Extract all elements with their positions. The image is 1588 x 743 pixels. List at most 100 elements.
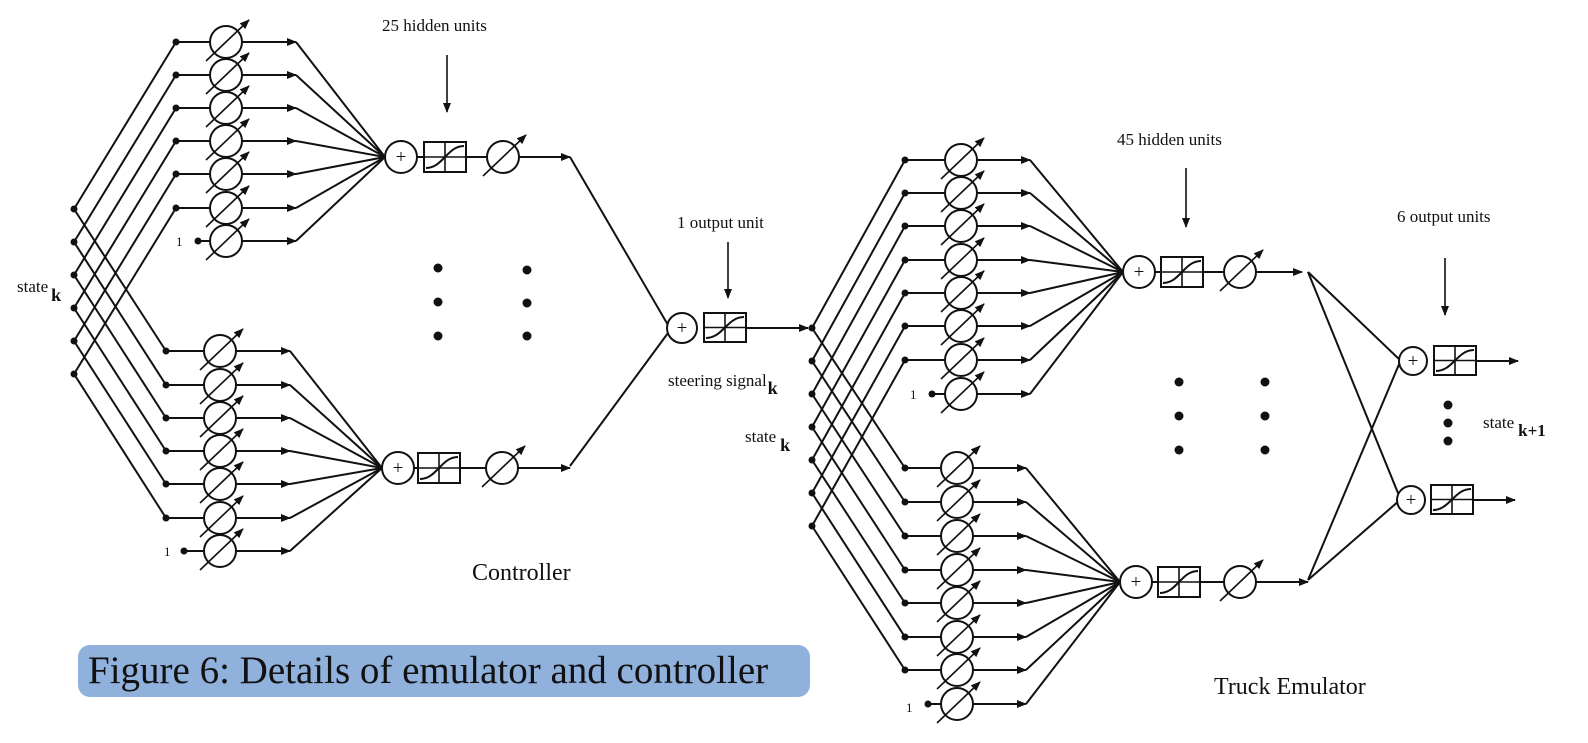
sigmoid-curve	[1435, 349, 1475, 372]
state-input-dot	[70, 370, 78, 378]
weight-icon	[205, 218, 250, 261]
weight-arrow	[199, 528, 244, 571]
weight-icon	[481, 445, 526, 488]
ellipsis-dot	[1443, 400, 1453, 410]
weight-icon	[199, 362, 244, 405]
sigmoid-curve	[705, 316, 745, 339]
input-diagonal-wire	[811, 393, 906, 537]
controller-bias-label-bottom: 1	[164, 544, 171, 559]
weight-icon	[199, 428, 244, 471]
caption-highlight	[78, 645, 810, 697]
emulator-bias-label-bottom: 1	[906, 700, 913, 715]
converge-wire	[295, 156, 386, 209]
weight-arrow	[940, 371, 985, 414]
hidden-to-output-wire	[1307, 271, 1401, 361]
weight-icon	[199, 461, 244, 504]
controller-name: Controller	[472, 560, 571, 586]
converge-wire	[1029, 225, 1124, 273]
weight-icon	[199, 328, 244, 371]
weight-arrow	[1219, 559, 1264, 602]
weight-arrow	[940, 270, 985, 313]
weight-icon	[205, 185, 250, 228]
converge-wire	[289, 467, 383, 485]
sigmoid-curve	[1162, 260, 1202, 284]
weight-arrow	[940, 303, 985, 346]
sigmoid-curve	[1432, 488, 1472, 511]
weight-icon	[205, 19, 250, 62]
converge-wire	[295, 74, 386, 158]
weight-arrow	[940, 203, 985, 246]
weight-arrow	[205, 118, 250, 161]
converge-wire	[1029, 192, 1124, 273]
weight-arrow	[199, 461, 244, 504]
state-input-dot	[70, 304, 78, 312]
ellipsis-dots	[433, 263, 1453, 455]
ellipsis-dot	[1260, 377, 1270, 387]
neuron-units: +++++++	[381, 140, 1477, 599]
weight-icon	[940, 337, 985, 380]
converge-wire	[1025, 535, 1121, 583]
weight-arrow	[199, 362, 244, 405]
weight-icon	[936, 647, 981, 690]
weight-arrow	[940, 170, 985, 213]
weight-icon	[199, 528, 244, 571]
converge-wire	[289, 467, 383, 552]
weight-arrow	[205, 185, 250, 228]
converge-wire	[295, 41, 386, 158]
converge-wire	[1025, 467, 1121, 583]
sigmoid-icon	[1157, 566, 1201, 598]
ellipsis-dot	[522, 331, 532, 341]
weight-icon	[199, 495, 244, 538]
ellipsis-dot	[433, 297, 443, 307]
converge-wire	[1029, 271, 1124, 395]
input-diagonal-wire	[73, 207, 177, 375]
sigmoid-icon	[1430, 484, 1474, 515]
input-diagonal-wire	[811, 359, 906, 527]
input-diagonal-wire	[73, 340, 167, 485]
sigmoid-icon	[423, 141, 467, 173]
weight-arrow	[936, 513, 981, 556]
weight-icon	[940, 303, 985, 346]
input-diagonal-wire	[73, 74, 177, 243]
ellipsis-dot	[1260, 445, 1270, 455]
ellipsis-dot	[522, 265, 532, 275]
weight-icon	[940, 371, 985, 414]
converge-wire	[289, 467, 383, 519]
sum-circle	[666, 312, 698, 344]
weight-icon	[936, 681, 981, 724]
sum-circle	[384, 140, 418, 174]
converge-wire	[1029, 159, 1124, 273]
sum-symbol: +	[1134, 262, 1145, 283]
input-diagonal-wire	[73, 41, 177, 210]
weight-icon	[205, 85, 250, 128]
sigmoid-curve	[1159, 570, 1199, 594]
weight-arrow	[481, 445, 526, 488]
emulator-input-dot	[808, 357, 816, 365]
weight-icon	[940, 137, 985, 180]
input-diagonal-wire	[73, 208, 167, 352]
weight-icon	[940, 170, 985, 213]
weight-icon	[205, 118, 250, 161]
weight-icon	[1219, 249, 1264, 292]
weight-arrow	[199, 328, 244, 371]
weight-arrow	[205, 218, 250, 261]
input-diagonal-wire	[73, 373, 167, 519]
ellipsis-dot	[1443, 436, 1453, 446]
input-diagonal-wire	[73, 107, 177, 276]
sum-symbol: +	[1408, 351, 1419, 372]
input-diagonal-wire	[73, 307, 167, 452]
weight-icon	[940, 203, 985, 246]
sigmoid-icon	[1160, 256, 1204, 288]
weight-icon	[199, 395, 244, 438]
sum-symbol: +	[677, 318, 688, 339]
sum-node: +	[1119, 565, 1153, 599]
weight-arrow	[205, 85, 250, 128]
weight-arrow	[936, 547, 981, 590]
sigmoid-icon	[1433, 345, 1477, 376]
weight-icon	[936, 547, 981, 590]
state-input-dot	[70, 238, 78, 246]
input-diagonal-wire	[811, 292, 906, 461]
converge-wire	[1029, 271, 1124, 294]
